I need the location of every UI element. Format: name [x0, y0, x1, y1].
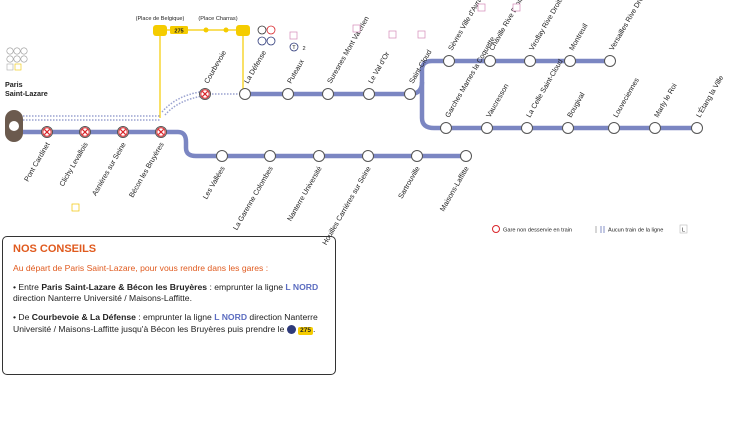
station-bretache-4[interactable]: Louveciennes — [608, 76, 642, 134]
advice-intro: Au départ de Paris Saint-Lazare, pour vo… — [13, 263, 269, 273]
legend-not-served: Gare non desservie en train — [503, 228, 572, 234]
station-main-1[interactable]: Clichy Levallois — [57, 126, 91, 188]
station-cloud-3[interactable]: Suresnes Mont Valérien — [322, 15, 371, 100]
ratp-badges — [71, 3, 521, 212]
bus-stop-charras: (Place Charras) — [198, 16, 237, 22]
station-label: Suresnes Mont Valérien — [325, 15, 371, 85]
station-label: Montreuil — [567, 22, 590, 52]
station-label: Asnières sur Seine — [90, 141, 128, 198]
station-nanterre-1[interactable]: La Garenne Colombes — [231, 150, 276, 232]
bus-275-connection: 275 (Place de Belgique) (Place Charras) — [136, 16, 250, 118]
station-label: Bécon les Bruyères — [127, 140, 166, 199]
bus-line-number: 275 — [174, 28, 183, 34]
station-label: Les Vallées — [201, 164, 227, 201]
station-label: Louveciennes — [611, 76, 641, 119]
station-label: La Défense — [242, 49, 268, 85]
terminus-name: Paris — [5, 80, 23, 89]
station-label: Courbevoie — [202, 49, 228, 85]
station-cloud-0[interactable]: Courbevoie — [199, 49, 229, 100]
advice-box: NOS CONSEILS Au départ de Paris Saint-La… — [2, 236, 336, 375]
tram-line: 2 — [302, 46, 305, 52]
station-label: Clichy Levallois — [57, 140, 90, 188]
advice-bullet-2: • De Courbevoie & La Défense : emprunter… — [13, 312, 318, 335]
station-bretache-6[interactable]: L'Étang la Ville — [691, 74, 726, 134]
station-label: Puteaux — [285, 57, 306, 85]
line-tracks — [14, 58, 698, 159]
legend-no-train: Aucun train de la ligne — [608, 228, 663, 234]
station-label: Bougival — [565, 90, 587, 119]
station-versailles-4[interactable]: Versailles Rive Droite — [604, 0, 649, 67]
station-label: L'Étang la Ville — [694, 74, 725, 119]
station-label: Le Val d'Or — [366, 49, 392, 85]
tram-t2-icon: T 2 — [289, 31, 306, 52]
advice-bullet-1: • Entre Paris Saint-Lazare & Bécon les B… — [13, 282, 319, 304]
station-label: Nanterre Université — [285, 165, 324, 223]
station-main-0[interactable]: Pont Cardinet — [22, 126, 53, 184]
bus-icon — [153, 25, 167, 36]
terminus-paris-saint-lazare[interactable]: Paris Saint-Lazare — [5, 47, 48, 142]
station-bretache-2[interactable]: La Celle Saint-Cloud — [521, 57, 565, 134]
station-nanterre-2[interactable]: Nanterre Université — [285, 150, 325, 223]
station-label: La Garenne Colombes — [231, 164, 275, 231]
svg-text:T: T — [292, 45, 296, 51]
legend: Gare non desservie en train Aucun train … — [492, 224, 688, 234]
bus-stop-belgique: (Place de Belgique) — [136, 16, 185, 22]
unserved-segments — [20, 91, 243, 121]
station-label: Versailles Rive Droite — [607, 0, 649, 52]
station-label: Sartrouville — [396, 164, 422, 200]
station-label: Marly le Roi — [652, 81, 679, 119]
station-label: Houilles Carrières sur Seine — [320, 165, 373, 247]
station-versailles-2[interactable]: Viroflay Rive Droite — [524, 0, 566, 67]
metro-connections-icon — [6, 47, 28, 71]
station-label: Pont Cardinet — [22, 141, 52, 184]
station-label: Vaucresson — [484, 82, 511, 119]
station-nanterre-3[interactable]: Houilles Carrières sur Seine — [320, 150, 374, 247]
station-main-2[interactable]: Asnières sur Seine — [90, 126, 129, 198]
bus-icon — [286, 324, 296, 334]
advice-title: NOS CONSEILS — [13, 243, 97, 255]
bus-icon — [236, 25, 250, 36]
legend-line-code: L — [682, 227, 685, 233]
station-nanterre-5[interactable]: Maisons-Laffitte — [438, 150, 472, 213]
terminus-name: Saint-Lazare — [5, 89, 48, 98]
station-bretache-5[interactable]: Marly le Roi — [649, 81, 679, 134]
station-label: Viroflay Rive Droite — [527, 0, 565, 52]
station-label: Maisons-Laffitte — [438, 165, 471, 213]
station-main-3[interactable]: Bécon les Bruyères — [127, 126, 167, 199]
